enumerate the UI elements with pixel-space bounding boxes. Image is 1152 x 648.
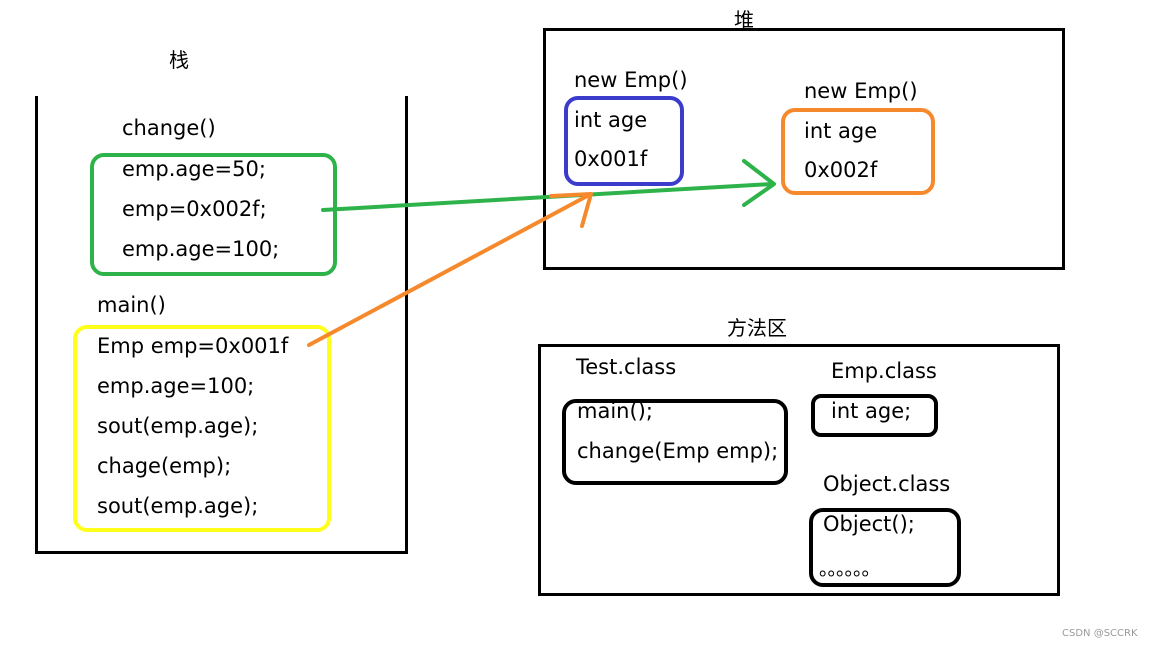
method-area-title: 方法区 [727, 316, 787, 340]
main-line-2: emp.age=100; [97, 374, 255, 398]
change-line-2: emp=0x002f; [122, 197, 267, 221]
heap-object-1-line-1: int age [574, 108, 648, 132]
orange-arrowhead-icon [549, 192, 593, 228]
change-line-3: emp.age=100; [122, 237, 280, 261]
object-class-line-2: 。。。。。。 [819, 558, 881, 580]
main-line-5: sout(emp.age); [97, 494, 259, 518]
test-class-box [562, 399, 788, 485]
main-line-1: Emp emp=0x001f [97, 334, 289, 358]
heap-object-1-header: new Emp() [574, 68, 688, 92]
heap-object-1-line-2: 0x001f [574, 147, 648, 171]
heap-object-2-header: new Emp() [804, 79, 918, 103]
orange-arrow-line [307, 193, 591, 347]
test-class-title: Test.class [576, 355, 677, 379]
test-class-line-2: change(Emp emp); [577, 439, 779, 463]
watermark: CSDN @SCCRK [1062, 628, 1138, 639]
object-class-title: Object.class [823, 472, 951, 496]
stack-title: 栈 [169, 48, 189, 72]
green-arrowhead-icon [742, 159, 776, 207]
emp-class-title: Emp.class [831, 359, 937, 383]
main-line-4: chage(emp); [97, 454, 232, 478]
stack-frame [35, 96, 408, 554]
green-arrow-line [321, 182, 774, 212]
change-frame-box [90, 153, 337, 276]
main-method-label: main() [97, 293, 166, 317]
main-frame-box [73, 325, 331, 532]
heap-frame [543, 28, 1065, 270]
heap-object-2-line-2: 0x002f [804, 158, 878, 182]
heap-title: 堆 [734, 8, 754, 32]
main-line-3: sout(emp.age); [97, 414, 259, 438]
emp-class-box [811, 394, 938, 437]
object-class-box [809, 508, 961, 587]
emp-class-line-1: int age; [831, 399, 912, 423]
method-area-frame [538, 344, 1060, 596]
test-class-line-1: main(); [577, 399, 653, 423]
heap-object-1-box [564, 96, 684, 186]
change-line-1: emp.age=50; [122, 157, 266, 181]
object-class-line-1: Object(); [823, 512, 915, 536]
heap-object-2-box [781, 108, 935, 195]
heap-object-2-line-1: int age [804, 119, 878, 143]
change-method-label: change() [122, 116, 216, 140]
